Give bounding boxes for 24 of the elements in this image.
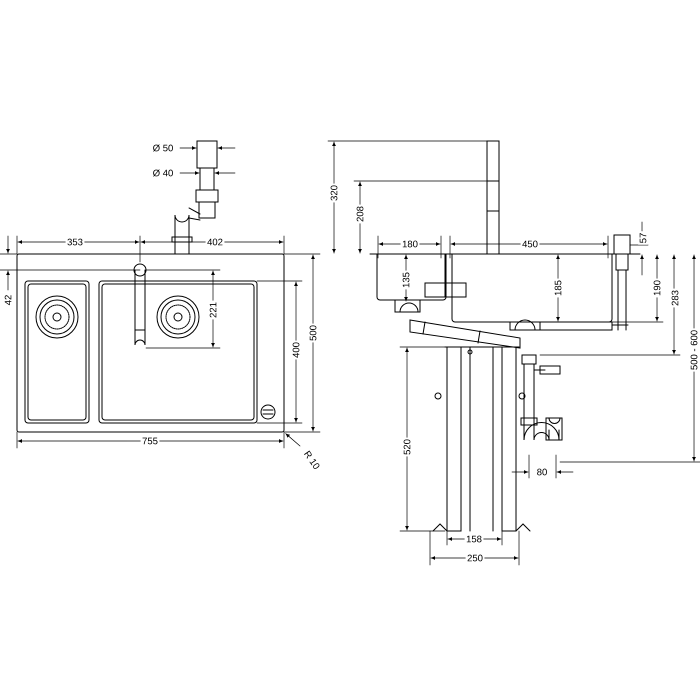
dimension-label: 221 <box>208 300 218 320</box>
dimension-label: 190 <box>652 278 662 298</box>
dimension-label: 500 <box>308 324 318 342</box>
dimension-label: Ø 40 <box>151 168 175 178</box>
dimension-label: 520 <box>402 438 412 456</box>
dimension-label: 80 <box>535 467 549 477</box>
dimension-label: 353 <box>66 237 84 247</box>
dimension-label: 180 <box>400 239 420 249</box>
dimension-label: 500 - 600 <box>689 328 699 372</box>
dimension-label: 450 <box>520 239 540 249</box>
dimension-label: 208 <box>355 204 365 224</box>
dimension-label: 185 <box>553 278 563 298</box>
dimension-label: Ø 50 <box>151 142 175 154</box>
dimension-label: 135 <box>401 270 411 290</box>
dimension-label: 755 <box>140 436 160 446</box>
dimension-label: 400 <box>291 340 301 360</box>
dimension-label: 42 <box>3 293 13 307</box>
dimension-label: 250 <box>466 553 484 563</box>
dimension-label: 402 <box>206 237 224 247</box>
dimension-label: R 10 <box>301 448 323 472</box>
dimension-label: 283 <box>670 288 680 308</box>
dimension-label: 320 <box>329 184 339 202</box>
dimension-label: 57 <box>638 231 648 245</box>
dimension-label: 158 <box>464 534 484 544</box>
